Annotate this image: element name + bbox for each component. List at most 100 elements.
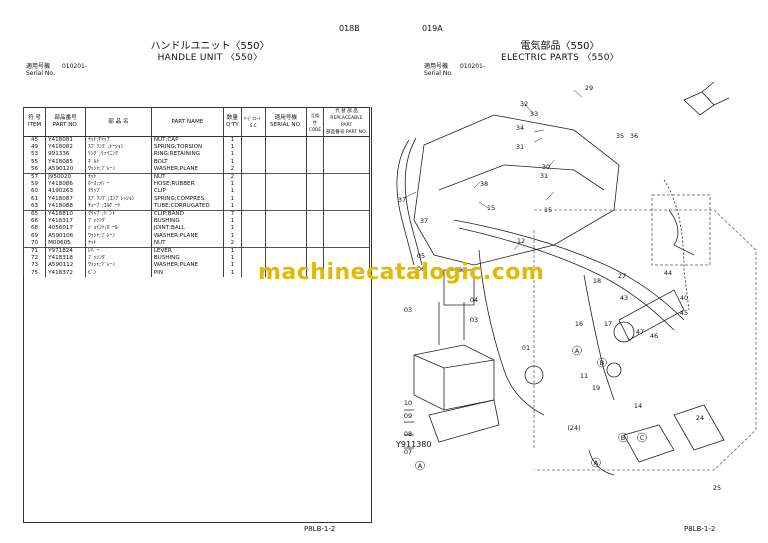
- cell-empty: [305, 218, 325, 226]
- callout-A2: A: [575, 347, 580, 355]
- watermark: machinecatalogic.com: [258, 260, 545, 285]
- cell-empty: [264, 188, 307, 196]
- cell-name-en: NUT: [150, 239, 225, 248]
- cell-qty: 1: [223, 269, 242, 277]
- cell-part-no: Y971824: [45, 247, 86, 256]
- cell-qty: 2: [223, 239, 242, 248]
- cell-empty: [305, 158, 325, 166]
- callout-07: 07: [404, 448, 412, 456]
- lamp-assembly: [623, 424, 675, 463]
- cell-empty: [305, 225, 325, 233]
- cell-part-no: Y418810: [45, 210, 86, 219]
- cell-qty: 1: [223, 225, 242, 233]
- cell-empty: [240, 181, 266, 189]
- cell-empty: [323, 136, 370, 145]
- callout-43: 43: [620, 294, 628, 302]
- callout-24: 24: [696, 414, 704, 422]
- cell-empty: [240, 173, 266, 182]
- cell-name-en: TUBE;CORRUGATED: [150, 202, 225, 211]
- callout-15: 15: [544, 206, 552, 214]
- cell-name-en: HOSE;RUBBER: [150, 181, 225, 189]
- cell-name-en: CLIP: [150, 188, 225, 196]
- callout-25: 25: [713, 484, 721, 492]
- callout-17: 17: [604, 320, 612, 328]
- callout-A3: A: [594, 459, 599, 467]
- cell-item: 68: [22, 225, 47, 233]
- electric-parts-diagram: 29 32 33 34 31 30 35 36 31 15 38 37 37 1…: [396, 81, 757, 492]
- cell-empty: [323, 225, 370, 233]
- handle-bar: [396, 139, 415, 266]
- cell-name-jp: ﾘﾝｸﾞ;ﾘﾃｲﾆﾝｸﾞ: [84, 151, 152, 159]
- callout-C: C: [640, 434, 645, 442]
- cell-empty: [305, 181, 325, 189]
- right-serial-value: 010201-: [459, 63, 486, 70]
- callout-24-paren: (24): [567, 424, 580, 432]
- cell-name-jp: ﾚﾊﾞｰ: [84, 247, 152, 256]
- callout-46: 46: [650, 332, 658, 340]
- cell-empty: [264, 269, 307, 277]
- cell-qty: 1: [223, 181, 242, 189]
- cell-empty: [305, 173, 325, 182]
- right-page-code: 019A: [422, 24, 443, 33]
- cell-item: 59: [22, 181, 47, 189]
- cell-empty: [264, 136, 307, 145]
- cell-empty: [240, 188, 266, 196]
- cell-part-no: A590106: [45, 232, 86, 240]
- cell-qty: 7: [223, 210, 242, 219]
- cell-empty: [323, 232, 370, 240]
- cell-name-jp: ﾜｯｼｬ;ﾌﾟﾚｰﾝ: [84, 165, 152, 174]
- cell-empty: [240, 239, 266, 248]
- left-footer: P8LB-1-2: [304, 525, 336, 533]
- callout-12: 12: [517, 237, 525, 245]
- right-serial-label: 適用号機: [424, 63, 449, 70]
- cell-item: 53: [22, 151, 47, 159]
- cell-qty: 1: [223, 232, 242, 240]
- cell-qty: 1: [223, 151, 242, 159]
- cell-name-en: WASHER;PLANE: [150, 232, 225, 240]
- callout-14: 14: [634, 402, 642, 410]
- cell-qty: 1: [223, 144, 242, 152]
- callout-37: 37: [398, 196, 406, 204]
- cell-item: 69: [22, 232, 47, 240]
- cell-name-en: BUSHING: [150, 255, 225, 263]
- cell-part-no: M00605: [45, 239, 86, 248]
- callout-04: 04: [470, 296, 478, 304]
- cell-qty: 1: [223, 202, 242, 211]
- cell-part-no: Y418086: [45, 181, 86, 189]
- cell-part-no: J950020: [45, 173, 86, 182]
- cell-item: 73: [22, 262, 47, 270]
- cell-name-en: PIN: [150, 269, 225, 277]
- callout-33: 33: [530, 110, 538, 118]
- callout-19: 19: [592, 384, 600, 392]
- callout-35: 35: [616, 132, 624, 140]
- right-footer: P8LB-1-2: [684, 525, 716, 533]
- right-title-en: ELECTRIC PARTS 〈550〉: [500, 53, 620, 63]
- cell-qty: 1: [223, 262, 242, 270]
- cell-name-jp: ﾜｯｼｬ;ﾌﾟﾚｰﾝ: [84, 232, 152, 240]
- cell-empty: [323, 202, 370, 211]
- cell-name-en: WASHER;PLANE: [150, 165, 225, 174]
- cell-empty: [305, 232, 325, 240]
- callout-08: 08: [404, 430, 412, 438]
- cell-empty: [264, 173, 307, 182]
- cell-empty: [305, 188, 325, 196]
- callout-31b: 31: [540, 172, 548, 180]
- callout-34: 34: [516, 124, 524, 132]
- cell-empty: [305, 269, 325, 277]
- cell-name-en: NUT: [150, 173, 225, 182]
- cell-part-no: Y418082: [45, 144, 86, 152]
- callout-01: 01: [522, 344, 530, 352]
- cell-empty: [305, 195, 325, 203]
- right-serial-label-en: Serial No.: [424, 70, 453, 77]
- callout-06: 06: [417, 265, 425, 273]
